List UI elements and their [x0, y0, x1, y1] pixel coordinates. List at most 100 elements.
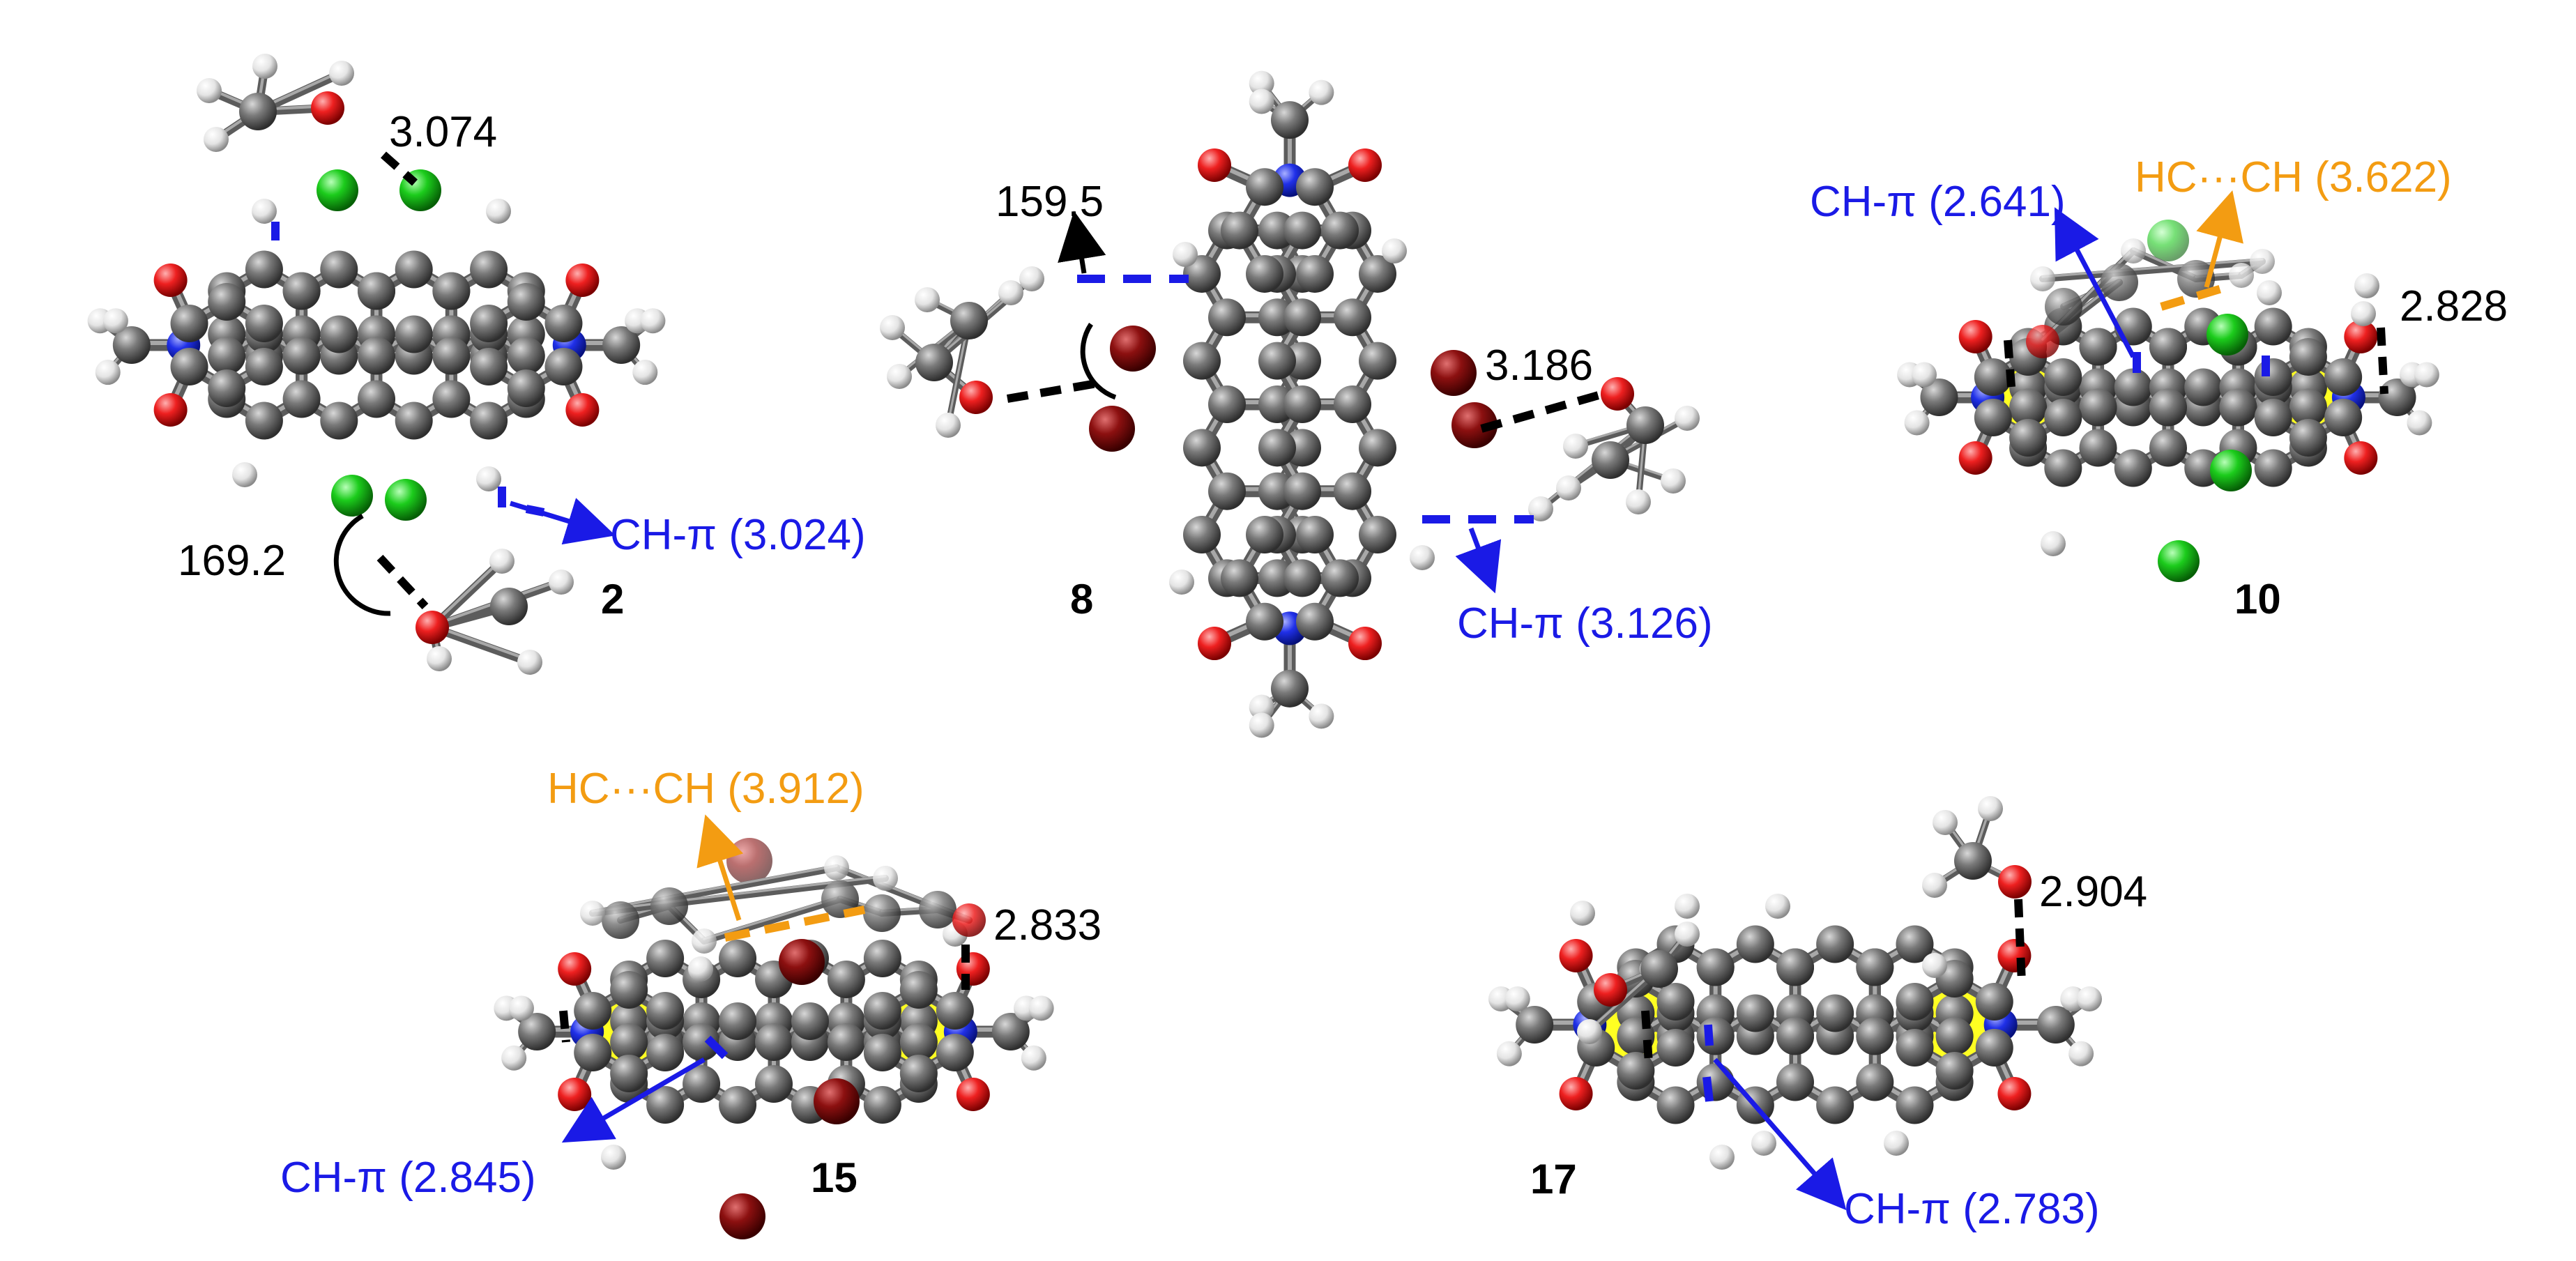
carbon-atom: [2044, 399, 2082, 436]
hydrogen-atom: [1528, 496, 1553, 521]
oxygen-atom: [1559, 1077, 1593, 1110]
hydrogen-atom: [204, 127, 229, 152]
contact-line: [1641, 1010, 1653, 1064]
hydrogen-atom: [486, 199, 511, 224]
hydrogen-atom: [2068, 1041, 2094, 1067]
hydrogen-atom: [1028, 995, 1054, 1021]
oxygen-atom: [153, 393, 188, 427]
carbon-atom: [719, 940, 757, 977]
contact-line-angle: [376, 554, 429, 610]
carbon-atom: [320, 250, 358, 289]
hydrogen-atom: [692, 928, 717, 954]
carbon-atom: [282, 337, 321, 375]
molecule-2-atoms: [87, 54, 666, 675]
hydrogen-atom: [1626, 489, 1651, 514]
carbon-atom: [936, 992, 974, 1030]
carbon-atom: [574, 992, 612, 1030]
carbon-atom: [1296, 602, 1334, 641]
hydrogen-atom: [1309, 703, 1334, 729]
hydrogen-atom: [1169, 570, 1194, 595]
hydrogen-atom: [1675, 406, 1700, 431]
carbon-atom: [1816, 1086, 1854, 1124]
carbon-atom: [1920, 379, 1958, 416]
carbon-atom: [395, 402, 433, 440]
oxygen-atom: [1198, 148, 1231, 182]
hydrogen-atom: [1249, 70, 1274, 96]
carbon-atom: [1321, 211, 1359, 250]
hydrogen-atom: [601, 1145, 626, 1170]
hc-ch-label: HC···CH (3.912): [547, 765, 864, 813]
bond-highlight: [591, 864, 838, 912]
hydrogen-atom: [1019, 266, 1044, 291]
carbon-atom: [2149, 388, 2187, 427]
carbon-atom: [245, 250, 283, 289]
carbon-atom: [2184, 368, 2223, 406]
carbon-atom: [470, 305, 508, 342]
bromine-atom: [726, 838, 772, 884]
oxygen-atom: [1601, 377, 1634, 411]
hc-ch-arrow: [696, 814, 744, 922]
carbon-atom: [1954, 842, 1992, 880]
carbon-atom: [2149, 328, 2187, 366]
carbon-atom: [1776, 948, 1814, 986]
bond: [428, 623, 534, 666]
hydrogen-atom: [549, 570, 574, 595]
carbon-atom: [1183, 516, 1221, 554]
carbon-atom: [544, 348, 583, 385]
bromine-atom: [1451, 402, 1497, 448]
carbon-atom: [208, 283, 246, 321]
hydrogen-atom: [632, 360, 658, 385]
carbon-atom: [2219, 388, 2257, 427]
carbon-atom: [602, 901, 639, 939]
carbon-atom: [919, 891, 957, 928]
compound-number: 17: [1530, 1156, 1577, 1202]
carbon-atom: [507, 283, 545, 321]
carbon-atom: [1359, 516, 1396, 554]
molecule-15-atoms: [494, 838, 1054, 1239]
carbon-atom: [1935, 1052, 1974, 1090]
chlorine-atom: [2207, 314, 2248, 356]
carbon-atom: [1856, 948, 1894, 986]
carbon-atom: [1975, 983, 2013, 1021]
hydrogen-atom: [1912, 362, 1937, 388]
ch-pi-marker: [1704, 1024, 1714, 1046]
carbon-atom: [1696, 1017, 1735, 1055]
hc-ch-dash: [724, 905, 866, 942]
hydrogen-atom: [2030, 266, 2055, 291]
carbon-atom: [1696, 1063, 1735, 1101]
chlorine-atom: [317, 169, 358, 211]
oxygen-atom: [558, 952, 592, 986]
carbon-atom: [1776, 1017, 1814, 1055]
carbon-atom: [1935, 1017, 1974, 1055]
carbon-atom: [2254, 449, 2292, 487]
ch-pi-dash: [525, 505, 545, 517]
molecule-8-interactions: [1006, 211, 1605, 594]
chlorine-atom: [2147, 220, 2189, 261]
bond-highlight: [2041, 258, 2264, 278]
carbon-atom: [1334, 472, 1371, 510]
hydrogen-atom: [252, 54, 277, 79]
compound-number: 8: [1070, 576, 1093, 622]
molecule-17-atoms: [1488, 796, 2103, 1170]
compound-number: 2: [601, 576, 624, 622]
carbon-atom: [1246, 602, 1283, 641]
hydrogen-atom: [489, 549, 515, 574]
hydrogen-atom: [1922, 953, 1947, 978]
carbon-atom: [1221, 559, 1258, 597]
hydrogen-atom: [1751, 1131, 1776, 1156]
distance-label: 3.186: [1485, 342, 1593, 390]
hydrogen-atom: [2354, 273, 2379, 298]
bromine-atom: [1110, 326, 1156, 372]
contact-line-3074: [381, 151, 418, 186]
carbon-atom: [518, 1013, 556, 1050]
bond-highlight: [703, 896, 841, 940]
carbon-atom: [2101, 263, 2138, 301]
hydrogen-atom: [1309, 79, 1334, 105]
carbon-atom: [791, 1002, 829, 1040]
hydrogen-atom: [2250, 249, 2275, 274]
carbon-atom: [574, 1034, 612, 1071]
carbon-atom: [863, 992, 901, 1030]
carbon-atom: [208, 369, 246, 407]
carbon-atom: [358, 380, 395, 418]
hc-ch-label: HC···CH (3.622): [2135, 153, 2452, 201]
